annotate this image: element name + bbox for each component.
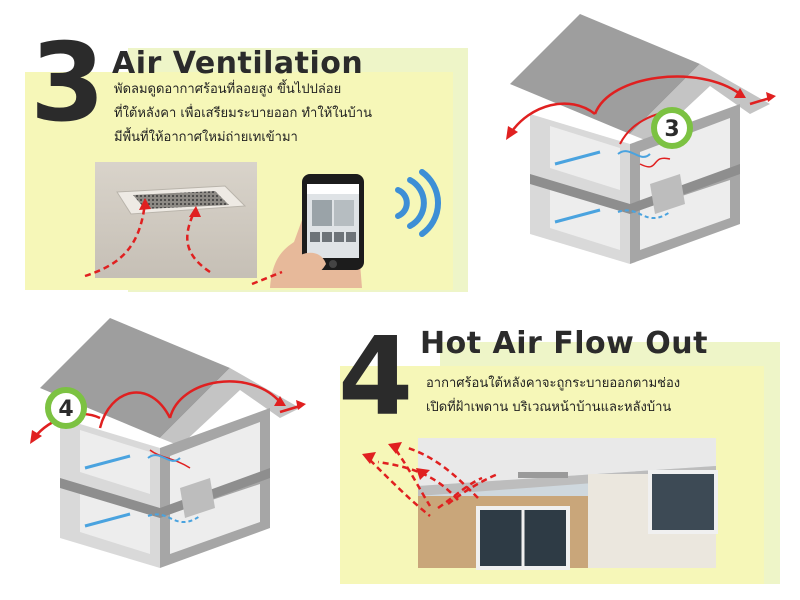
smartphone-icon	[251, 174, 364, 288]
step4-badge	[45, 387, 87, 429]
step4-description: อากาศร้อนใต้หลังคาจะถูกระบายออกตามช่อง เ…	[426, 372, 680, 420]
step4-number: 4	[338, 315, 414, 440]
ceiling-fan-photo	[84, 162, 257, 278]
house-diagram-step3: 3	[506, 14, 776, 264]
wifi-signal-icon	[395, 169, 441, 237]
step3-line-3: มีพื้นที่ให้อากาศใหม่ถ่ายเทเข้ามา	[114, 130, 298, 145]
step3-description: พัดลมดูดอากาศร้อนที่ลอยสูง ขึ้นไปปล่อย ท…	[114, 78, 372, 150]
step3-number: 3	[30, 21, 106, 146]
step3-badge-text: 3	[664, 117, 679, 142]
step3-badge	[651, 107, 693, 149]
step3-title: Air Ventilation	[112, 46, 364, 81]
step3-line-2: ที่ใต้หลังคา เพื่อเสรียมระบายออก ทำให้ใน…	[114, 106, 372, 121]
step4-title: Hot Air Flow Out	[420, 326, 708, 361]
step4-line-2: เปิดที่ฝ้าเพดาน บริเวณหน้าบ้านและหลังบ้า…	[426, 400, 672, 415]
house-diagram-step4: 4	[30, 318, 306, 568]
step4-badge-text: 4	[58, 397, 73, 422]
step4-line-1: อากาศร้อนใต้หลังคาจะถูกระบายออกตามช่อง	[426, 376, 681, 391]
step4-outflow-arrows	[362, 442, 432, 517]
eave-vent-photo	[377, 438, 718, 570]
step3-line-1: พัดลมดูดอากาศร้อนที่ลอยสูง ขึ้นไปปล่อย	[114, 82, 342, 97]
